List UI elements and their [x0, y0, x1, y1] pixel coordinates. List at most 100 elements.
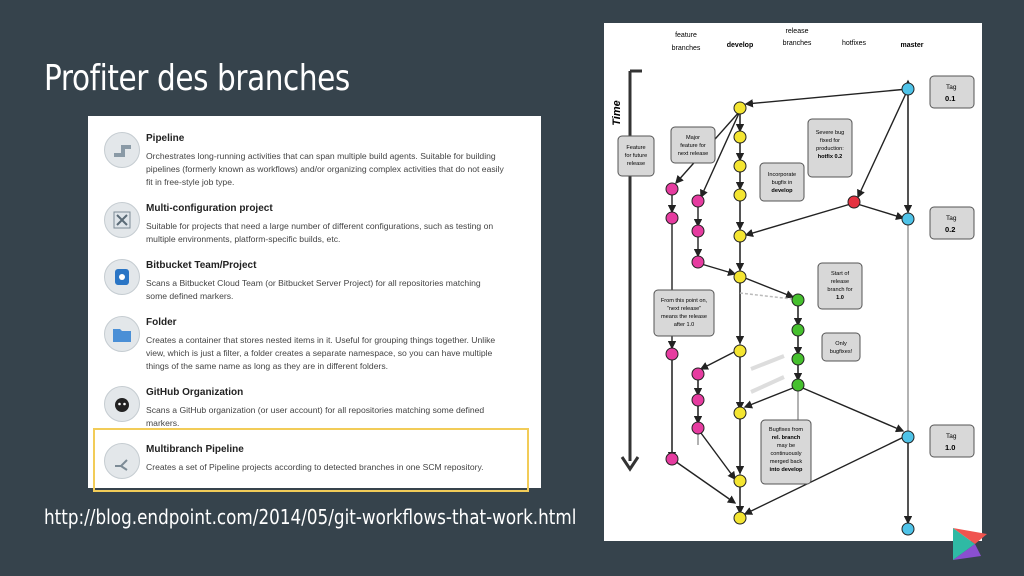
callout-only-bugfixes: Only bugfixes! [821, 332, 861, 362]
corner-logo-icon [953, 528, 987, 560]
header-develop: develop [727, 42, 753, 49]
callout-bugfixes-merged: Bugfixes from rel. branch may be continu… [760, 419, 812, 485]
source-url[interactable]: http://blog.endpoint.com/2014/05/git-wor… [44, 505, 577, 529]
svg-text:release: release [627, 161, 645, 167]
item-name: Folder [146, 317, 177, 328]
git-flow-diagram: feature branches develop release branche… [604, 23, 982, 541]
feature-commit [665, 182, 679, 196]
item-description: Suitable for projects that need a large … [146, 221, 494, 244]
header-feature-1: feature [675, 32, 697, 39]
svg-text:release: release [831, 279, 849, 285]
master-commit [901, 212, 915, 226]
svg-text:after 1.0: after 1.0 [674, 322, 695, 328]
svg-text:1.0: 1.0 [945, 443, 955, 452]
diagram-svg: feature branches develop release branche… [611, 28, 975, 536]
feature-commit [691, 224, 705, 238]
feature-commit [665, 347, 679, 361]
feature-commit [665, 211, 679, 225]
header-master: master [901, 42, 924, 49]
release-commit [791, 352, 805, 366]
item-name: GitHub Organization [146, 387, 244, 398]
github-icon [104, 386, 140, 422]
develop-commit [733, 474, 747, 488]
develop-commit [733, 159, 747, 173]
svg-text:0.2: 0.2 [945, 225, 955, 234]
svg-text:Major: Major [686, 135, 700, 141]
folder-icon [104, 316, 140, 352]
svg-text:means the release: means the release [661, 314, 707, 320]
bitbucket-icon [104, 259, 140, 295]
feature-commit [691, 255, 705, 269]
feature-commit [691, 367, 705, 381]
callout-incorporate: Incorporate bugfix in develop [759, 162, 805, 202]
header-hotfixes: hotfixes [842, 40, 867, 47]
feature-commit [691, 421, 705, 435]
svg-text:Tag: Tag [946, 433, 957, 440]
svg-text:Tag: Tag [946, 84, 957, 91]
master-commit [901, 82, 915, 96]
multibranch-icon [104, 443, 140, 479]
svg-text:production:: production: [816, 146, 844, 152]
svg-text:bugfixes!: bugfixes! [830, 349, 853, 355]
svg-text:merged back: merged back [770, 459, 803, 465]
item-description: Orchestrates long-running activities tha… [146, 151, 504, 187]
svg-text:next release: next release [678, 151, 708, 157]
feature-commit [665, 452, 679, 466]
hotfix-commit [847, 195, 861, 209]
svg-text:Incorporate: Incorporate [768, 172, 796, 178]
tag-0-2: Tag 0.2 [929, 206, 975, 240]
release-commit [791, 378, 805, 392]
tag-1-0: Tag 1.0 [929, 424, 975, 458]
svg-text:fixed for: fixed for [820, 138, 840, 144]
develop-commit [733, 406, 747, 420]
master-commit [901, 522, 915, 536]
svg-text:branch for: branch for [827, 287, 852, 293]
jenkins-new-item-panel: Pipeline Orchestrates long-running activ… [88, 116, 541, 488]
develop-commit [733, 188, 747, 202]
svg-text:into develop: into develop [770, 467, 804, 473]
header-release-2: branches [783, 40, 812, 47]
svg-text:Severe bug: Severe bug [816, 130, 845, 136]
master-commit [901, 430, 915, 444]
svg-text:0.1: 0.1 [945, 94, 955, 103]
item-description: Scans a Bitbucket Cloud Team (or Bitbuck… [146, 278, 481, 301]
svg-text:rel. branch: rel. branch [772, 435, 801, 441]
time-arrow-icon [620, 456, 640, 472]
item-description: Scans a GitHub organization (or user acc… [146, 405, 485, 428]
header-feature-2: branches [672, 45, 701, 52]
svg-text:bugfix in: bugfix in [772, 180, 793, 186]
tag-0-1: Tag 0.1 [929, 75, 975, 109]
svg-text:Feature: Feature [626, 145, 645, 151]
feature-commit [691, 393, 705, 407]
develop-commit [733, 101, 747, 115]
item-description: Creates a set of Pipeline projects accor… [146, 462, 484, 472]
callout-next-release: From this point on, “next release” means… [653, 289, 715, 337]
time-label: Time [611, 100, 623, 125]
feature-commit [691, 194, 705, 208]
callout-major-feature: Major feature for next release [670, 126, 716, 164]
slide-title: Profiter des branches [44, 58, 350, 99]
svg-text:feature for: feature for [680, 143, 706, 149]
svg-text:1.0: 1.0 [836, 295, 844, 301]
svg-text:for future: for future [625, 153, 647, 159]
svg-text:Bugfixes from: Bugfixes from [769, 427, 804, 433]
develop-commit [733, 344, 747, 358]
multi-config-icon [104, 202, 140, 238]
svg-text:hotfix 0.2: hotfix 0.2 [818, 154, 843, 160]
pipeline-icon [104, 132, 140, 168]
develop-commit [733, 130, 747, 144]
svg-text:may be: may be [777, 443, 795, 449]
svg-text:develop: develop [771, 188, 793, 194]
svg-text:From this point on,: From this point on, [661, 298, 708, 304]
develop-commit [733, 229, 747, 243]
develop-commit [733, 511, 747, 525]
svg-text:“next release”: “next release” [667, 306, 701, 312]
callout-start-release: Start of release branch for 1.0 [817, 262, 863, 310]
svg-text:Only: Only [835, 341, 847, 347]
item-name: Multi-configuration project [146, 203, 273, 214]
item-name: Multibranch Pipeline [146, 444, 244, 455]
item-name: Bitbucket Team/Project [146, 260, 257, 271]
develop-commit [733, 270, 747, 284]
svg-text:Tag: Tag [946, 215, 957, 222]
highlight-frame [93, 428, 529, 492]
